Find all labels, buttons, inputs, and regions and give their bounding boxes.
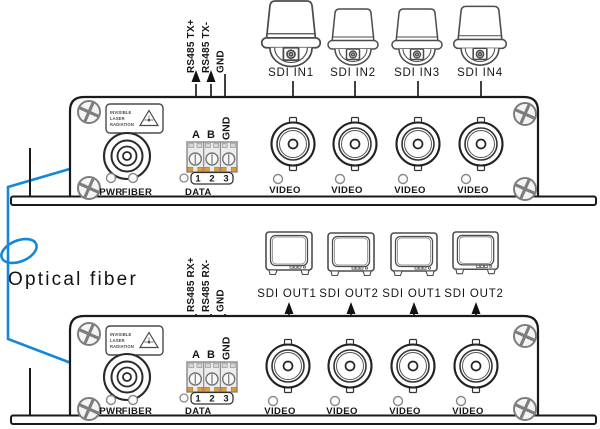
svg-text:VIDEO: VIDEO <box>331 185 363 196</box>
svg-text:LASER: LASER <box>110 116 125 121</box>
svg-text:VIDEO: VIDEO <box>452 406 484 417</box>
terminal-number-strip <box>190 171 234 185</box>
dome-camera-3 <box>391 8 443 66</box>
data-terminal-block <box>186 361 238 393</box>
sdi-in4-label: SDI IN4 <box>457 67 503 79</box>
receiver-base-plate <box>10 414 597 425</box>
sdi-out-labels: SDI OUT1 SDI OUT2 SDI OUT1 SDI OUT2 <box>257 288 503 300</box>
dome-camera-2 <box>327 8 379 66</box>
sdi-in2-label: SDI IN2 <box>330 67 376 79</box>
rs485-tx-minus-label: RS485 TX- <box>201 22 212 73</box>
terminal-a-label: A <box>192 129 200 141</box>
receiver-gnd-wire-label: GND <box>216 289 227 312</box>
sdi-out1-label: SDI OUT1 <box>257 288 316 300</box>
fiber-port <box>102 131 152 181</box>
rs485-rx-plus-label: RS485 RX+ <box>186 257 197 312</box>
sdi-out3-label: SDI OUT1 <box>382 288 441 300</box>
data-led <box>179 393 189 403</box>
svg-text:RADIATION: RADIATION <box>110 122 134 127</box>
laser-warning-sticker: INVISIBLE LASER RADIATION <box>105 325 164 356</box>
video-leds <box>267 395 467 407</box>
sdi-out2-label: SDI OUT2 <box>319 288 378 300</box>
sdi-in1-label: SDI IN1 <box>268 67 314 79</box>
transmitter-gnd-wire-label: GND <box>216 50 227 73</box>
sdi-in-labels: SDI IN1 SDI IN2 SDI IN3 SDI IN4 <box>268 67 503 79</box>
svg-text:LASER: LASER <box>110 338 125 343</box>
sdi-in3-label: SDI IN3 <box>394 67 440 79</box>
receiver-device: INVISIBLE LASER RADIATION PWR FIBER A B … <box>10 314 597 425</box>
svg-text:INVISIBLE: INVISIBLE <box>110 110 131 115</box>
pwr-label: PWR <box>99 406 122 417</box>
fiber-label: FIBER <box>122 187 153 198</box>
monitor-4 <box>452 231 499 275</box>
fiber-port <box>102 352 152 402</box>
video-labels: VIDEO VIDEO VIDEO VIDEO <box>269 185 489 196</box>
svg-text:1: 1 <box>195 394 201 405</box>
svg-text:VIDEO: VIDEO <box>394 185 426 196</box>
fiber-led <box>127 394 139 406</box>
svg-text:2: 2 <box>209 174 214 185</box>
svg-text:2: 2 <box>209 394 214 405</box>
svg-text:VIDEO: VIDEO <box>326 406 358 417</box>
rs485-rx-minus-label: RS485 RX- <box>201 260 212 312</box>
monitor-group <box>265 231 499 277</box>
svg-text:3: 3 <box>223 174 228 185</box>
terminal-b-label: B <box>207 129 215 141</box>
svg-text:VIDEO: VIDEO <box>269 185 301 196</box>
svg-text:VIDEO: VIDEO <box>389 406 421 417</box>
transmitter-base-plate <box>10 195 597 206</box>
data-label: DATA <box>185 406 212 417</box>
terminal-number-strip <box>190 391 234 405</box>
video-labels: VIDEO VIDEO VIDEO VIDEO <box>264 406 484 417</box>
terminal-gnd-label: GND <box>221 336 233 360</box>
svg-text:VIDEO: VIDEO <box>457 185 489 196</box>
sdi-out4-label: SDI OUT2 <box>444 288 503 300</box>
dome-camera-4 <box>452 5 508 66</box>
pwr-led <box>105 172 117 184</box>
monitor-1 <box>265 231 313 276</box>
svg-text:RADIATION: RADIATION <box>110 344 134 349</box>
monitor-3 <box>390 232 438 277</box>
svg-text:3: 3 <box>223 394 228 405</box>
pwr-led <box>105 394 117 406</box>
fiber-led <box>127 172 139 184</box>
monitor-2 <box>327 232 375 277</box>
fiber-label: FIBER <box>122 406 153 417</box>
svg-text:1: 1 <box>195 174 201 185</box>
data-terminal-block <box>186 141 238 173</box>
svg-text:VIDEO: VIDEO <box>264 406 296 417</box>
optical-fiber-label: Optical fiber <box>8 269 138 290</box>
terminal-gnd-label: GND <box>221 116 233 140</box>
video-leds <box>272 173 472 185</box>
svg-text:INVISIBLE: INVISIBLE <box>110 332 131 337</box>
data-led <box>179 173 189 183</box>
data-label: DATA <box>185 187 212 198</box>
dome-camera-1 <box>260 0 322 68</box>
rs485-tx-plus-label: RS485 TX+ <box>186 19 197 73</box>
terminal-a-label: A <box>192 349 200 361</box>
transmitter-device: INVISIBLE LASER RADIATION PWR FIBER A B … <box>10 95 597 206</box>
laser-warning-sticker: INVISIBLE LASER RADIATION <box>105 103 164 134</box>
pwr-label: PWR <box>99 187 122 198</box>
terminal-b-label: B <box>207 349 215 361</box>
camera-group <box>260 0 508 68</box>
fiber-coil-loop <box>0 237 38 265</box>
